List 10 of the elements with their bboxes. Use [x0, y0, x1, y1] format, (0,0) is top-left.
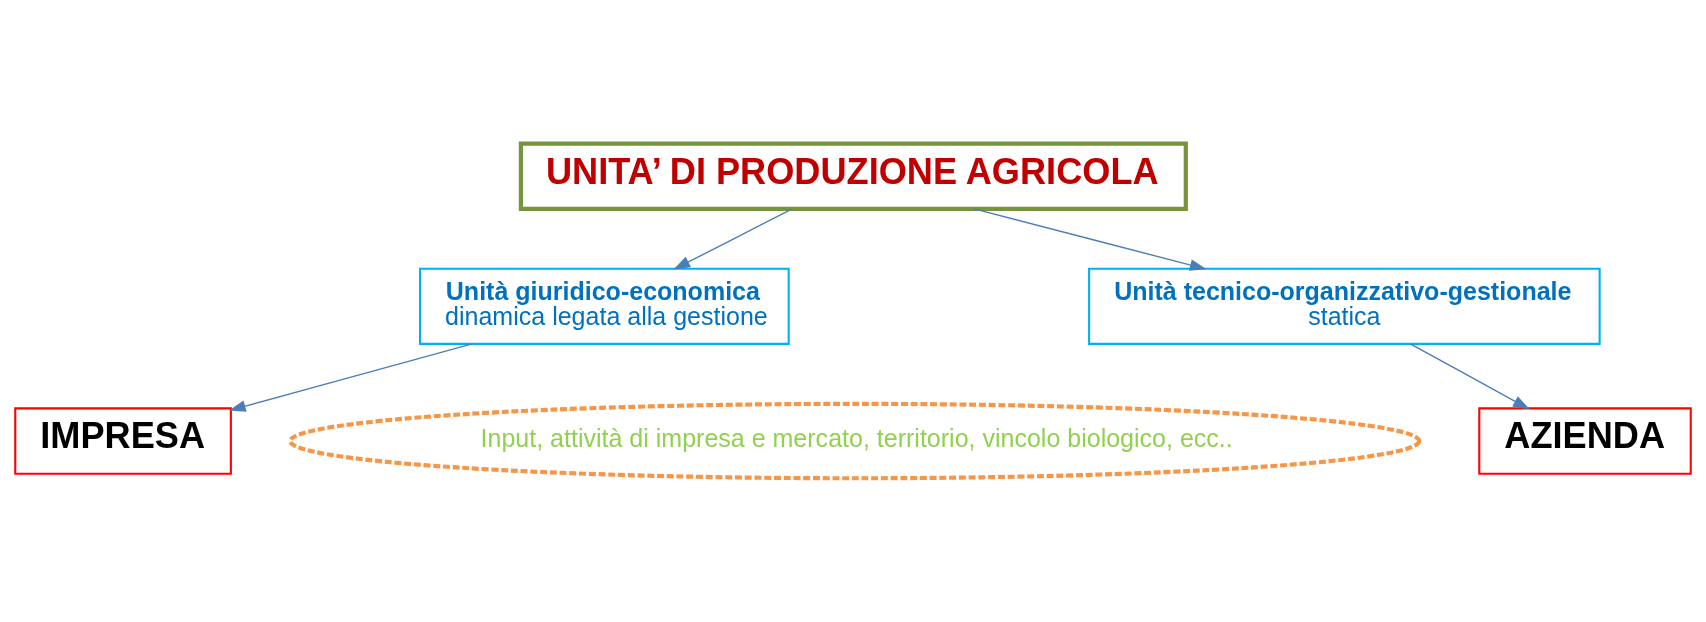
arrow	[1410, 343, 1530, 410]
node-box: Unità giuridico-economica dinamica legata alla gestione	[419, 267, 790, 345]
arrow	[973, 208, 1207, 271]
node-box: UNITA’ DI PRODUZIONE AGRICOLA	[518, 141, 1188, 212]
node-box: Unità tecnico-organizzativo-gestionale statica	[1088, 267, 1601, 345]
node-box: IMPRESA	[14, 407, 232, 475]
arrow	[673, 208, 793, 270]
arrow	[229, 343, 473, 412]
node-ellipse: Input, attività di impresa e mercato, territorio, vincolo biologico, ecc..	[288, 401, 1422, 481]
node-box: AZIENDA	[1478, 407, 1692, 475]
